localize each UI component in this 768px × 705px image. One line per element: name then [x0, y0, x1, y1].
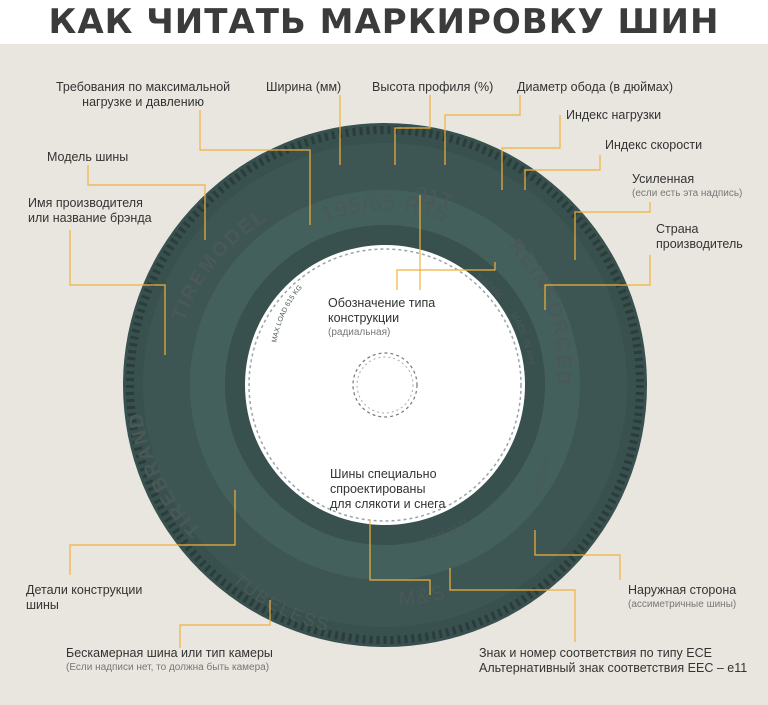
leader-rim [444, 95, 521, 165]
label-width: Ширина (мм) [266, 80, 342, 94]
label-reinforced: Усиленная (если есть эта надпись) [632, 172, 742, 200]
label-mud-snow: Шины специально спроектированы для сляко… [330, 467, 446, 511]
label-profile: Высота профиля (%) [372, 80, 494, 94]
label-outer-side-note: (ассиметричные шины) [628, 599, 737, 610]
tread-pattern [126, 126, 644, 644]
label-ece: Знак и номер соответствия по типу ECE Ал… [479, 646, 748, 675]
leader-tubeless [179, 600, 271, 648]
leader-outer-side [534, 530, 621, 580]
label-construction-note: (радиальная) [328, 327, 391, 338]
label-reinforced-text: Усиленная [632, 172, 695, 186]
label-brand: Имя производителя или название брэнда [28, 196, 152, 225]
label-max-load: Требования по максимальной нагрузке и да… [56, 80, 231, 109]
leader-construction [396, 262, 496, 290]
leader-ece [449, 568, 576, 642]
label-tubeless: Бескамерная шина или тип камеры (Если на… [66, 646, 273, 674]
label-rim: Диаметр обода (в дюймах) [517, 80, 674, 94]
label-country: Страна производитель [656, 222, 743, 251]
leader-lines [69, 95, 651, 648]
tire [123, 123, 647, 647]
label-construction-text: Обозначение типа конструкции [328, 296, 436, 325]
label-outer-side-text: Наружная сторона [628, 583, 737, 597]
label-load-index: Индекс нагрузки [566, 108, 662, 122]
label-model: Модель шины [47, 150, 129, 164]
leader-model [87, 165, 206, 240]
leader-reinforced [574, 202, 651, 260]
label-outer-side: Наружная сторона (ассиметричные шины) [628, 583, 736, 611]
leader-max-load [199, 110, 311, 225]
leader-country [544, 255, 651, 310]
rim-opening [245, 245, 525, 525]
rim-edge [248, 248, 522, 522]
leader-speed-index [524, 155, 601, 190]
leader-mud-snow [369, 520, 431, 595]
label-tubeless-note: (Если надписи нет, то должна быть камера… [66, 662, 270, 673]
label-reinforced-note: (если есть эта надпись) [632, 188, 743, 199]
hub-inner [356, 356, 414, 414]
label-tubeless-text: Бескамерная шина или тип камеры [66, 646, 273, 660]
leader-details [69, 490, 236, 575]
leader-profile [394, 95, 431, 165]
label-construction: Обозначение типа конструкции (радиальная… [328, 296, 435, 339]
label-speed-index: Индекс скорости [605, 138, 703, 152]
hub-circle [352, 352, 418, 418]
leader-load-index [501, 115, 561, 190]
page-title: КАК ЧИТАТЬ МАРКИРОВКУ ШИН [48, 2, 720, 42]
label-details: Детали конструкции шины [26, 583, 143, 612]
leader-brand [69, 230, 166, 355]
